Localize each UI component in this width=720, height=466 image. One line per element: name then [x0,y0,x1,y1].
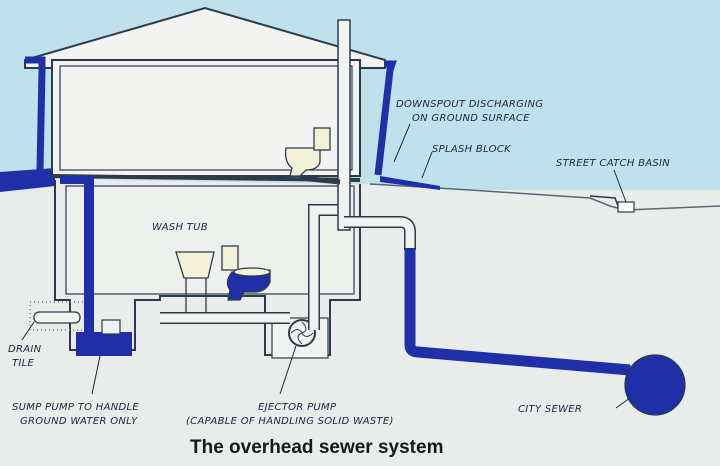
wash-tub [175,251,215,279]
splash-block [380,176,440,190]
wash-tub-legs [185,278,207,312]
left-grade [0,168,55,192]
leader-sump-pump [91,355,101,395]
main-stack [337,19,351,231]
label-ejector-pump-line1: EJECTOR PUMP [258,402,337,413]
leader-splash-block [421,151,433,179]
label-sump-pump-line1: SUMP PUMP TO HANDLE [12,402,139,413]
left-gutter [25,56,46,171]
drain-tile-pipe [33,311,81,324]
label-city-sewer: CITY SEWER [518,404,582,415]
overhead-sewer-line-fill [344,217,415,250]
label-street-catch-basin: STREET CATCH BASIN [556,158,670,169]
diagram-title: The overhead sewer system [190,437,443,458]
basement-toilet-rim [233,267,271,277]
sump-discharge-pipe [84,180,94,332]
label-ejector-pump-line2: (CAPABLE OF HANDLING SOLID WASTE) [186,416,394,427]
upper-toilet-tank [313,127,331,151]
leader-downspout [393,123,411,163]
basement-toilet-tank [221,245,239,271]
leader-ejector-pump [279,345,297,395]
label-sump-pump-line2: GROUND WATER ONLY [20,416,138,427]
upper-drain [299,175,341,185]
ground-surface-line [369,183,720,211]
city-sewer-main [624,354,686,416]
upper-toilet [284,147,321,177]
basement-toilet [226,269,271,301]
label-wash-tub: WASH TUB [152,222,208,233]
street-curb [589,195,619,207]
house-sewer-blue [404,248,631,376]
leader-catch-basin [613,169,627,203]
right-gutter [374,60,397,176]
label-drain-tile-line2: TILE [12,358,35,369]
leader-city-sewer [615,397,631,409]
sump-pit-water [76,332,132,356]
label-drain-tile-line1: DRAIN [8,344,42,355]
street-catch-basin [617,201,635,213]
label-splash-block: SPLASH BLOCK [432,144,512,155]
label-downspout-line2: ON GROUND SURFACE [412,113,530,124]
leader-drain-tile [21,321,35,341]
ejector-riser-fill [309,205,340,330]
ejector-impeller [290,321,314,345]
basement-interior [65,185,355,295]
sump-pump [101,319,121,335]
label-downspout-line1: DOWNSPOUT DISCHARGING [396,99,543,110]
